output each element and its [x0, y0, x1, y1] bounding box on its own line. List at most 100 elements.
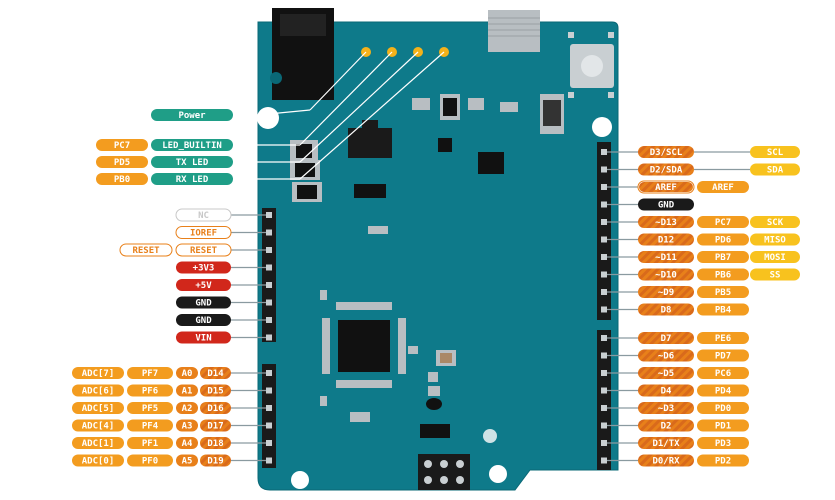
digital-port-label: PD1 — [697, 419, 749, 432]
power-pin-nc-bg — [175, 208, 232, 222]
digital-port-label-bg — [697, 286, 749, 298]
function-label-text: SCL — [767, 148, 784, 158]
analog-port-label-bg — [127, 419, 173, 432]
digital-port-label-text: PB5 — [715, 288, 731, 298]
analog-d-label-bg — [200, 402, 231, 414]
digital-pin-label-text: D1/TX — [652, 439, 680, 449]
digital-pin-label-bg — [638, 454, 694, 467]
function-label: SCL — [750, 146, 800, 158]
analog-port-label: PF7 — [127, 367, 173, 379]
adc-label: ADC[5] — [72, 402, 124, 414]
digital-pin-label-text: D2/SDA — [650, 166, 683, 176]
digital-pin-label-text: D8 — [661, 306, 672, 316]
digital-port-label: PC6 — [697, 367, 749, 379]
header-pin — [601, 306, 607, 313]
digital-pin-label-bg — [638, 303, 694, 316]
header-pin — [601, 387, 607, 394]
analog-d-label: D19 — [200, 454, 231, 467]
digital-port-label-bg — [697, 402, 749, 414]
function-label-text: SDA — [767, 166, 784, 176]
digital-pin-label-text: ~D3 — [658, 404, 674, 414]
led-port-label-bg — [96, 173, 148, 185]
digital-port-label-bg — [697, 303, 749, 316]
analog-port-label: PF0 — [127, 454, 173, 467]
reset-extra-label-text: RESET — [132, 246, 160, 256]
digital-port-label: PB4 — [697, 303, 749, 316]
analog-port-label: PF6 — [127, 384, 173, 397]
digital-pin-label-bg — [638, 419, 694, 432]
analog-a-label-bg — [176, 419, 198, 432]
analog-port-label-text: PF7 — [142, 369, 158, 379]
digital-pin-label-text: D12 — [658, 236, 674, 246]
digital-port-label-text: AREF — [712, 183, 734, 193]
adc-label-text: ADC[0] — [82, 457, 115, 467]
analog-d-label-text: D18 — [207, 439, 223, 449]
digital-pin-label: GND — [638, 198, 694, 211]
header-pin — [601, 440, 607, 446]
digital-pin-label: ~D9 — [638, 286, 694, 298]
header-pin — [266, 299, 272, 306]
digital-pin-label: ~D10 — [638, 268, 694, 281]
digital-port-label-text: PD3 — [715, 439, 731, 449]
digital-pin-label: AREF — [637, 180, 695, 194]
header-pin — [601, 149, 607, 155]
adc-label-text: ADC[5] — [82, 404, 115, 414]
led-port-label-bg — [96, 139, 148, 151]
analog-d-label: D15 — [200, 384, 231, 397]
digital-pin-label-fill — [639, 182, 693, 192]
digital-pin-label-bg — [638, 146, 694, 158]
digital-pin-label-bg — [638, 286, 694, 298]
digital-pin-label-text: ~D9 — [658, 288, 674, 298]
header-pin — [266, 334, 272, 341]
adc-label-bg — [72, 402, 124, 414]
analog-a-label: A3 — [176, 419, 198, 432]
header-pin — [266, 457, 272, 464]
power-pin-vin-text: VIN — [195, 334, 211, 344]
digital-port-label-bg — [697, 181, 749, 193]
header-pin — [266, 440, 272, 446]
digital-pin-label-bg — [638, 349, 694, 362]
header-pin — [601, 370, 607, 376]
analog-port-label-bg — [127, 402, 173, 414]
digital-pin-label-bg — [638, 216, 694, 228]
digital-pin-label-text: GND — [658, 201, 675, 211]
header-pin — [601, 457, 607, 464]
function-label: SCK — [750, 216, 800, 228]
analog-d-label-text: D19 — [207, 457, 223, 467]
adc-label-bg — [72, 367, 124, 379]
digital-port-label-bg — [697, 268, 749, 281]
power-pin-nc-text: NC — [198, 211, 209, 221]
digital-pin-label-text: D3/SCL — [650, 148, 683, 158]
digital-port-label-bg — [697, 349, 749, 362]
analog-d-label-text: D15 — [207, 387, 223, 397]
power-pin-gnd: GND — [176, 296, 231, 309]
digital-port-label: PD6 — [697, 233, 749, 246]
power-pin-3v3-text: +3V3 — [193, 264, 215, 274]
function-label: MISO — [750, 233, 800, 246]
icsp-header — [418, 454, 470, 490]
mounting-hole — [489, 465, 507, 483]
led-name-label: LED_BUILTIN — [151, 139, 233, 151]
digital-pin-label-bg — [638, 367, 694, 379]
digital-port-label: PD0 — [697, 402, 749, 414]
power-pin-vin-bg — [176, 331, 231, 344]
header-pin — [601, 254, 607, 260]
led-name-label-bg — [151, 156, 233, 168]
digital-port-label-bg — [697, 367, 749, 379]
digital-pin-label: ~D6 — [638, 349, 694, 362]
digital-port-label: PD2 — [697, 454, 749, 467]
adc-label: ADC[7] — [72, 367, 124, 379]
header-pin — [266, 370, 272, 376]
adc-label-text: ADC[1] — [82, 439, 115, 449]
function-label-bg — [750, 216, 800, 228]
adc-label: ADC[1] — [72, 437, 124, 449]
digital-port-label-text: PD6 — [715, 236, 731, 246]
led-name-label: TX LED — [151, 156, 233, 168]
digital-port-label-bg — [697, 419, 749, 432]
digital-pin-label-text: ~D11 — [655, 253, 677, 263]
digital-pin-label-text: D4 — [661, 387, 672, 397]
header-pin — [601, 352, 607, 359]
digital-port-label: PC7 — [697, 216, 749, 228]
digital-pin-label-text: ~D6 — [658, 352, 674, 362]
analog-a-label-text: A3 — [182, 422, 193, 432]
